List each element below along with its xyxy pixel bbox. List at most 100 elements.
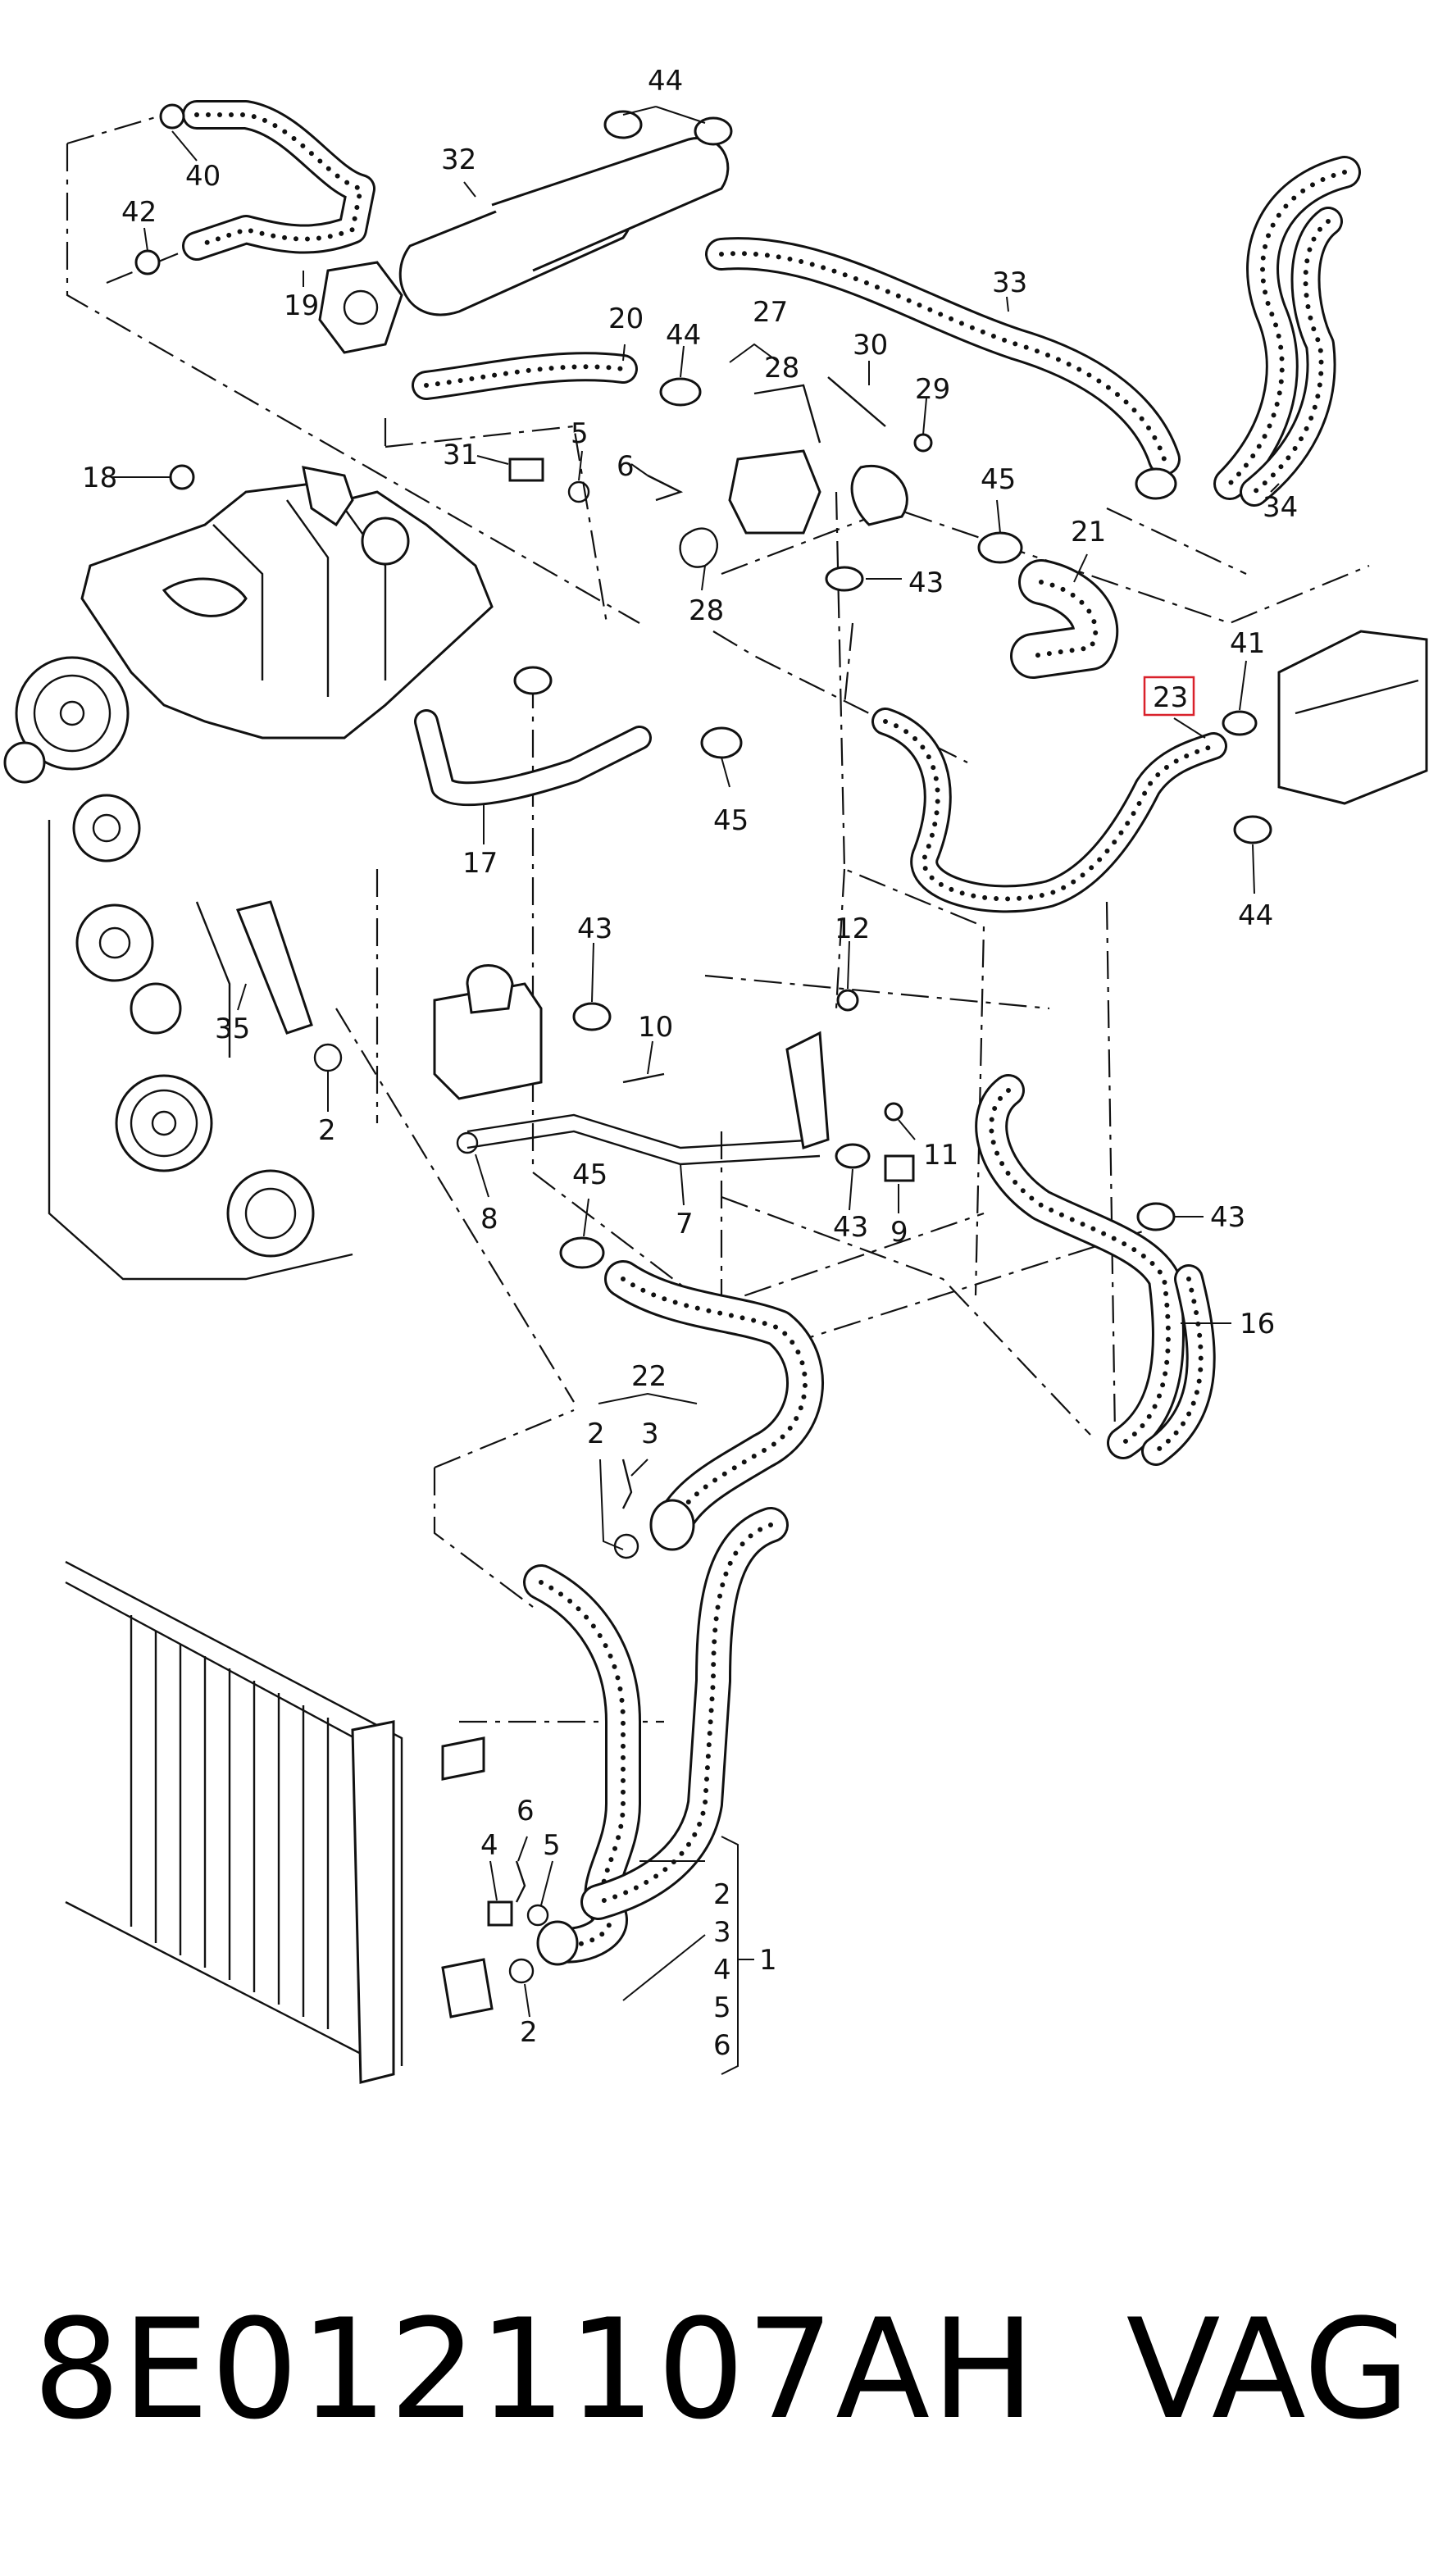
- nut-18: [169, 464, 195, 490]
- callout-34[interactable]: 34: [1263, 491, 1298, 524]
- callout-44-mid[interactable]: 44: [666, 319, 701, 352]
- callout-2-lower[interactable]: 2: [520, 2016, 538, 2049]
- clamp-45-lower: [559, 1236, 605, 1269]
- callout-43-upper[interactable]: 43: [908, 567, 944, 599]
- callout-33[interactable]: 33: [992, 266, 1027, 299]
- callout-40[interactable]: 40: [185, 160, 221, 193]
- callout-32[interactable]: 32: [441, 143, 476, 176]
- hose-16: [975, 1074, 1216, 1466]
- callout-1[interactable]: 1: [759, 1944, 777, 1977]
- engine-block: [3, 466, 494, 1281]
- nut-12: [836, 989, 859, 1012]
- hose-20: [412, 352, 638, 400]
- callout-43-pipe[interactable]: 43: [833, 1211, 868, 1244]
- callout-8[interactable]: 8: [480, 1203, 498, 1236]
- hose-connector-radiator: [536, 1920, 579, 1966]
- coolant-hoses: [182, 100, 1361, 1964]
- seal-28: [679, 527, 719, 568]
- callout-29[interactable]: 29: [915, 373, 950, 406]
- callout-22[interactable]: 22: [631, 1360, 667, 1393]
- callout-2-mid[interactable]: 2: [587, 1418, 605, 1450]
- clamp-43-tank: [572, 1002, 612, 1031]
- clamp-40: [159, 103, 185, 130]
- callout-2-group[interactable]: 2: [713, 1878, 731, 1911]
- callout-27[interactable]: 27: [753, 296, 788, 329]
- callout-28-bottom[interactable]: 28: [689, 594, 724, 627]
- sensor-31: [508, 457, 544, 482]
- leader-lines: [111, 106, 1280, 2075]
- callout-3-group[interactable]: 3: [713, 1916, 731, 1949]
- callout-44[interactable]: 44: [648, 65, 683, 98]
- clamp-43-upper: [825, 566, 864, 592]
- hose-23: [871, 708, 1227, 913]
- callout-30[interactable]: 30: [853, 329, 888, 362]
- callout-43-tank[interactable]: 43: [577, 913, 612, 945]
- callout-5[interactable]: 5: [571, 417, 589, 450]
- clip-3-mid: [621, 1459, 633, 1509]
- clip-6: [647, 474, 684, 502]
- egr-cooler: [318, 137, 730, 354]
- heater-core: [1277, 630, 1428, 805]
- callout-31[interactable]: 31: [443, 439, 478, 471]
- callout-4-group[interactable]: 4: [713, 1954, 731, 1987]
- hose-17: [414, 709, 652, 807]
- callout-9[interactable]: 9: [890, 1216, 908, 1249]
- callout-42[interactable]: 42: [121, 196, 157, 229]
- clamp-44-top-a: [603, 110, 643, 139]
- callout-21[interactable]: 21: [1071, 516, 1106, 548]
- clamp-43-pipe: [835, 1143, 871, 1169]
- bolt-11: [884, 1102, 903, 1122]
- radiator-fins: [130, 1615, 330, 2029]
- coolant-hose-exploded-diagram: 44 40 42 32 19 33 20 44 27 28 30 29 18 3…: [3, 65, 1428, 2084]
- expansion-tank: [433, 964, 543, 1100]
- highlight-box: [1143, 676, 1195, 717]
- seal-5: [567, 480, 590, 503]
- clamp-44-mid: [659, 377, 702, 407]
- clip-6-lower: [515, 1860, 526, 1903]
- callout-16[interactable]: 16: [1240, 1308, 1275, 1340]
- callout-28-top[interactable]: 28: [764, 352, 799, 385]
- callout-6-lower[interactable]: 6: [516, 1795, 535, 1827]
- callout-18[interactable]: 18: [82, 462, 117, 494]
- callout-17[interactable]: 17: [462, 847, 498, 880]
- callout-labels: 44 40 42 32 19 33 20 44 27 28 30 29 18 3…: [82, 65, 1298, 2062]
- clamp-43-right: [1136, 1202, 1176, 1231]
- callout-35[interactable]: 35: [215, 1013, 250, 1045]
- callout-45-mid[interactable]: 45: [713, 804, 749, 837]
- callout-2-upper[interactable]: 2: [318, 1114, 336, 1147]
- callout-43-right[interactable]: 43: [1210, 1201, 1245, 1234]
- callout-12[interactable]: 12: [835, 913, 870, 945]
- radiator: [65, 1560, 494, 2084]
- hose-clamps: [134, 103, 1272, 1966]
- seal-2-upper: [313, 1043, 343, 1072]
- callout-41[interactable]: 41: [1230, 627, 1265, 660]
- callout-6-group[interactable]: 6: [713, 2029, 731, 2062]
- plug-4-lower: [487, 1900, 513, 1927]
- plug-9: [884, 1154, 915, 1182]
- callout-45-lower[interactable]: 45: [572, 1158, 608, 1191]
- clamp-upper-engine: [513, 666, 553, 695]
- clamp-42: [134, 249, 161, 275]
- water-pipe-assembly: [466, 1031, 830, 1166]
- callout-23[interactable]: 23: [1153, 681, 1188, 714]
- callout-20[interactable]: 20: [608, 303, 644, 335]
- callout-3-mid[interactable]: 3: [641, 1418, 659, 1450]
- callout-7[interactable]: 7: [676, 1208, 694, 1240]
- small-fittings: [169, 376, 933, 1984]
- callout-11[interactable]: 11: [923, 1139, 958, 1172]
- hose-lower-radiator: [523, 1507, 789, 1964]
- callout-19[interactable]: 19: [284, 289, 319, 322]
- callout-23-highlight[interactable]: 23: [1143, 676, 1195, 717]
- callout-5-lower[interactable]: 5: [543, 1829, 561, 1862]
- callout-10[interactable]: 10: [638, 1011, 673, 1044]
- callout-45-upper[interactable]: 45: [981, 463, 1016, 496]
- seal-2-lower: [508, 1958, 535, 1984]
- callout-5-group[interactable]: 5: [713, 1991, 731, 2024]
- callout-4-lower[interactable]: 4: [480, 1829, 498, 1862]
- callout-6[interactable]: 6: [617, 450, 635, 483]
- callout-44-right[interactable]: 44: [1238, 899, 1273, 932]
- bolt-29: [913, 433, 933, 453]
- pipe-35: [235, 900, 313, 1035]
- clamp-44-right: [1233, 815, 1272, 844]
- part-number: 8E0121107AH: [33, 2289, 1037, 2450]
